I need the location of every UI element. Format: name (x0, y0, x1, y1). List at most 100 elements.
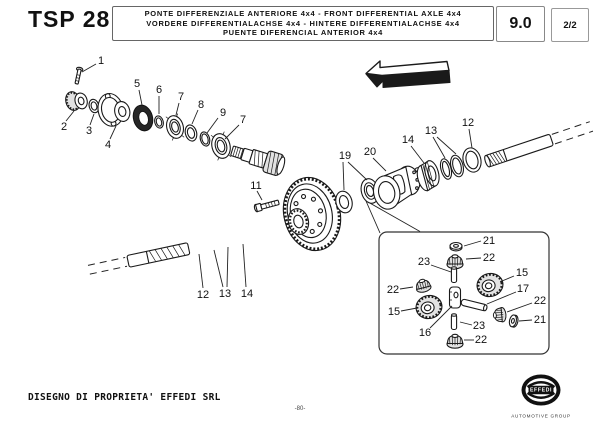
callout-label: 5 (134, 78, 140, 90)
callout-label: 22 (534, 295, 546, 307)
callout-leader-line (410, 145, 425, 164)
callout-leader-line (138, 89, 143, 106)
callout-leader-line (89, 113, 95, 126)
callout-label: 7 (240, 114, 246, 126)
section-number: 9.0 (509, 15, 532, 32)
callout-label: 12 (197, 289, 209, 301)
callout-leader-line (429, 305, 453, 329)
inset-connector-lines (365, 200, 421, 234)
callout-label: 7 (178, 91, 184, 103)
callout-leader-line (501, 275, 515, 282)
callout-label: 1 (98, 55, 104, 67)
callout-label: 16 (419, 327, 431, 339)
direction-arrow-icon (365, 60, 451, 88)
callout-leader-line (400, 307, 418, 312)
callout-label: 15 (388, 306, 400, 318)
callout-label: 2 (61, 121, 67, 133)
callout-label: 15 (516, 267, 528, 279)
callout-label: 23 (473, 320, 485, 332)
callout-leader-line (459, 321, 473, 326)
callout-leader-line (518, 319, 533, 322)
title-line-italian-english: PONTE DIFFERENZIALE ANTERIORE 4x4 - FRON… (144, 9, 462, 19)
callout-leader-line (432, 136, 446, 159)
part-spacer-8 (184, 124, 198, 142)
page-index: 2/2 (563, 19, 577, 31)
part-seal-19 (335, 190, 353, 214)
callout-label: 11 (250, 180, 261, 192)
title-line-german: VORDERE DIFFERENTIALACHSE 4x4 - HINTERE … (146, 18, 460, 28)
callout-label: 19 (339, 150, 351, 162)
part-bearing-7b (210, 131, 232, 161)
callout-leader-line (506, 302, 533, 313)
callout-leader-line (109, 125, 117, 140)
callout-label: 21 (534, 314, 546, 326)
part-flange-housing-4 (97, 92, 131, 127)
callout-leader-line (242, 243, 247, 288)
part-ring-nut-14 (416, 159, 440, 192)
callout-label: 22 (387, 284, 399, 296)
callout-leader-line (430, 264, 452, 273)
part-ring-13b (449, 154, 465, 178)
callout-label: 9 (220, 107, 226, 119)
callout-leader-line (486, 291, 517, 305)
callout-label: 14 (402, 134, 414, 146)
callout-leader-line (463, 240, 482, 247)
callout-leader-line (65, 110, 75, 122)
effedi-logo: EFFEDI (521, 374, 561, 406)
part-axle-shaft-right (484, 121, 594, 168)
callout-leader-line (206, 117, 219, 134)
part-bolt-11 (253, 199, 280, 213)
callout-leader-line (81, 63, 97, 73)
section-number-box: 9.0 (496, 6, 545, 42)
part-pin-23a (450, 266, 458, 284)
callout-leader-line (399, 286, 414, 290)
part-oring-12 (462, 147, 482, 173)
callout-leader-line (224, 124, 240, 140)
callout-label: 22 (475, 334, 487, 346)
callout-label: 13 (219, 288, 231, 300)
callout-leader-line (436, 136, 457, 155)
title-box: PONTE DIFFERENZIALE ANTERIORE 4x4 - FRON… (112, 6, 494, 41)
callout-label: 13 (425, 125, 437, 137)
logo-wordmark: EFFEDI (530, 387, 552, 393)
page-number: -80- (294, 406, 306, 412)
callout-label: 12 (462, 117, 474, 129)
part-spider-block-16 (448, 286, 462, 309)
callout-label: 6 (156, 84, 162, 96)
part-ring-6 (154, 115, 164, 129)
callout-label: 14 (241, 288, 253, 300)
callout-label: 4 (105, 139, 111, 151)
part-pin-bolt-1 (74, 66, 84, 85)
callout-leader-line (347, 161, 368, 181)
callout-label: 20 (364, 146, 376, 158)
callout-leader-line (213, 249, 224, 288)
callout-leader-line (342, 161, 345, 191)
part-drive-flange-2 (65, 91, 88, 111)
callout-label: 8 (198, 99, 204, 111)
callout-leader-line (372, 157, 387, 172)
callout-leader-line (256, 190, 263, 201)
callout-label: 23 (418, 256, 430, 268)
callout-leader-line (468, 128, 473, 149)
part-pinion-shaft (230, 145, 286, 176)
property-note: DISEGNO DI PROPRIETA' EFFEDI SRL (28, 392, 221, 403)
title-line-spanish: PUENTE DIFERENCIAL ANTERIOR 4x4 (222, 28, 384, 38)
callout-label: 17 (517, 283, 529, 295)
part-crown-wheel (282, 176, 342, 252)
callout-leader-line (191, 109, 199, 125)
callout-leader-line (465, 257, 482, 260)
callout-leader-line (175, 102, 180, 116)
model-code: TSP 28 (28, 6, 111, 32)
part-pin-23b (450, 313, 458, 331)
part-axle-shaft-left (87, 242, 191, 275)
part-shim-9 (199, 131, 211, 147)
callout-leader-line (226, 246, 229, 288)
inset-box (378, 231, 550, 355)
callout-leader-line (198, 253, 204, 289)
part-oil-seal-5 (132, 104, 154, 132)
callout-label: 3 (86, 125, 92, 137)
page-index-box: 2/2 (551, 8, 589, 42)
